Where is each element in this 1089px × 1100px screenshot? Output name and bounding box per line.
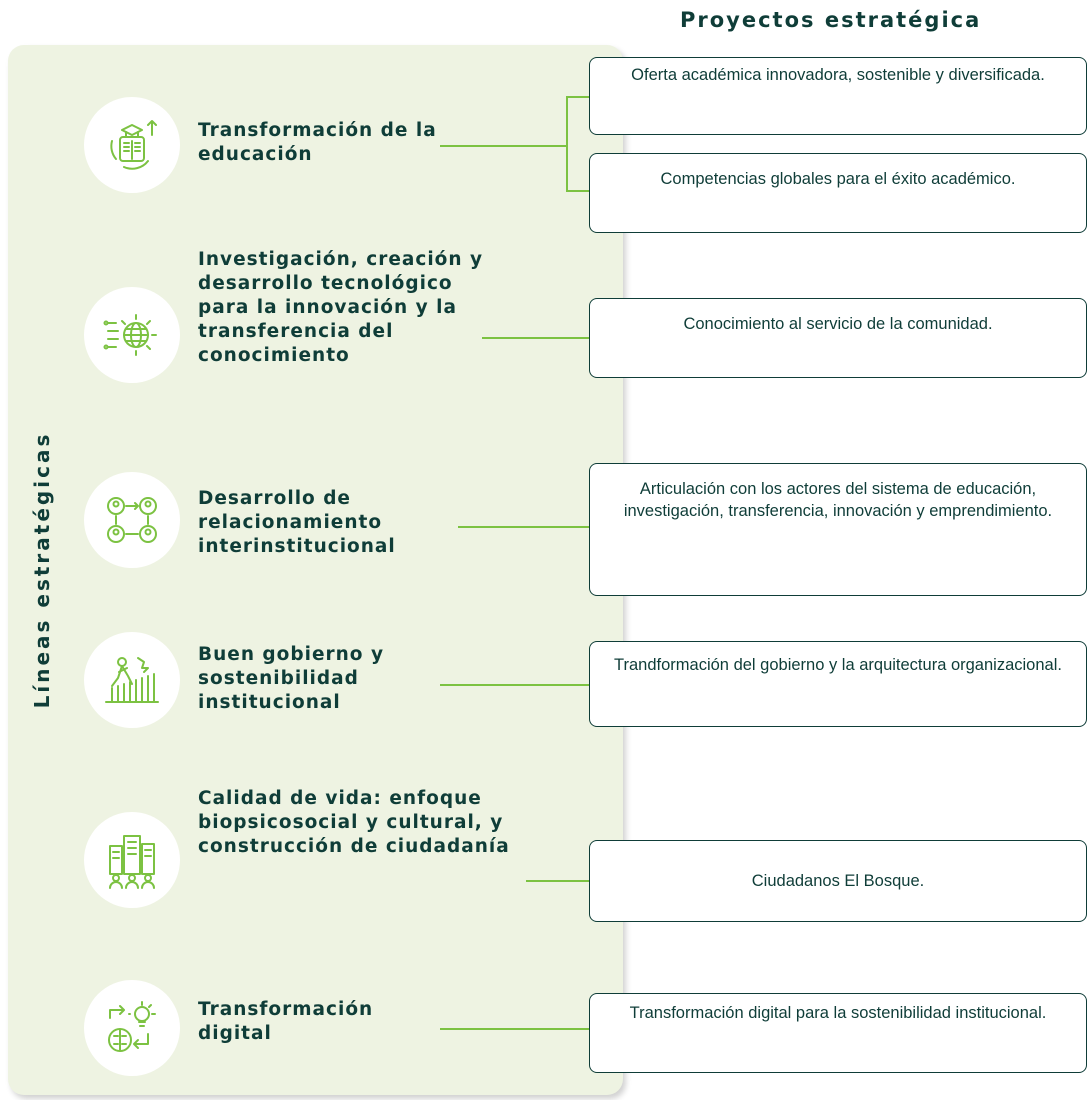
people-network-icon: [84, 472, 180, 568]
project-box: Ciudadanos El Bosque.: [589, 840, 1087, 922]
project-label: Ciudadanos El Bosque.: [751, 872, 925, 890]
strategic-lines-label: Líneas estratégicas: [30, 431, 54, 709]
project-label: Articulación con los actores del sistema…: [623, 480, 1053, 520]
governance-chess-icon: [84, 632, 180, 728]
project-box: Articulación con los actores del sistema…: [589, 463, 1087, 596]
line-title: Transformación de la educación: [198, 120, 437, 165]
connector-line: [566, 190, 590, 192]
project-label: Competencias globales para el éxito acad…: [660, 170, 1016, 188]
connector-line: [526, 880, 590, 882]
connector-line: [440, 684, 590, 686]
project-label: Conocimiento al servicio de la comunidad…: [683, 315, 993, 333]
project-label: Trandformación del gobierno y la arquite…: [614, 656, 1062, 674]
education-book-icon: [84, 97, 180, 193]
strategic-lines-panel: [8, 45, 623, 1095]
project-box: Conocimiento al servicio de la comunidad…: [589, 298, 1087, 378]
project-box: Oferta académica innovadora, sostenible …: [589, 57, 1087, 135]
project-box: Competencias globales para el éxito acad…: [589, 153, 1087, 233]
line-title: Transformación digital: [198, 999, 374, 1044]
connector-line: [482, 337, 590, 339]
line-title: Calidad de vida: enfoque biopsicosocial …: [198, 788, 510, 857]
connector-line: [566, 96, 590, 98]
connector-line: [440, 145, 568, 147]
connector-bracket: [566, 96, 568, 191]
globe-gear-icon: [84, 287, 180, 383]
project-label: Transformación digital para la sostenibi…: [629, 1004, 1047, 1022]
connector-line: [440, 1028, 590, 1030]
project-box: Transformación digital para la sostenibi…: [589, 993, 1087, 1073]
projects-header: Proyectos estratégica: [680, 8, 982, 32]
project-label: Oferta académica innovadora, sostenible …: [631, 66, 1045, 84]
line-title: Buen gobierno y sostenibilidad instituci…: [198, 644, 385, 713]
community-buildings-icon: [84, 812, 180, 908]
line-title: Investigación, creación y desarrollo tec…: [198, 249, 484, 366]
project-box: Trandformación del gobierno y la arquite…: [589, 641, 1087, 727]
connector-line: [458, 526, 590, 528]
line-title: Desarrollo de relacionamiento interinsti…: [198, 488, 396, 557]
digital-brain-bulb-icon: [84, 980, 180, 1076]
